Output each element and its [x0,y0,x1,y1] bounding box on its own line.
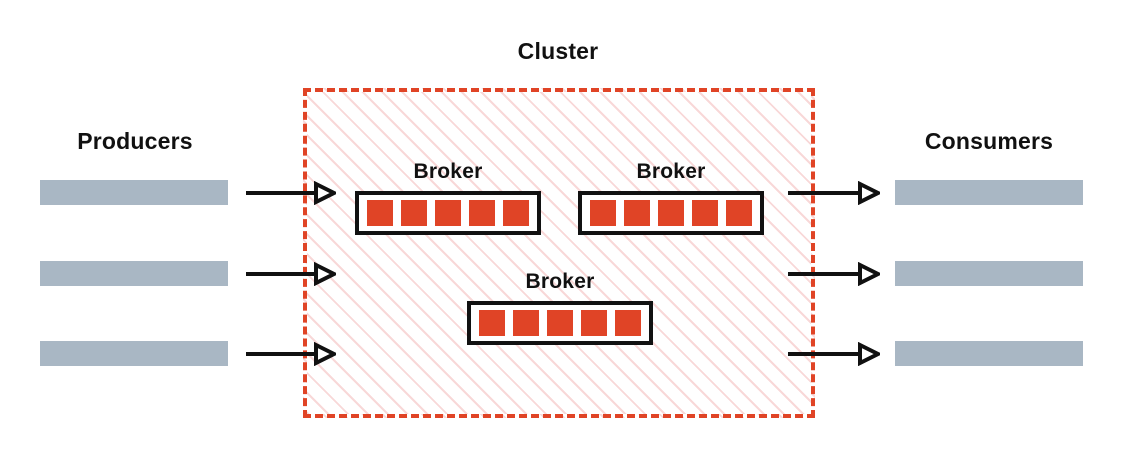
producer-bar-2[interactable] [40,261,228,286]
broker-partitions-container [467,301,653,345]
broker-node-3[interactable]: Broker [467,270,653,345]
arrow-right-icon [788,181,880,205]
arrow-producer-1-to-cluster [246,181,336,205]
broker-label: Broker [636,160,706,183]
arrow-right-icon [788,262,880,286]
partition-cell[interactable] [547,310,573,336]
arrow-cluster-to-consumer-1 [788,181,880,205]
broker-partitions-container [355,191,541,235]
partition-cell[interactable] [590,200,616,226]
arrow-cluster-to-consumer-2 [788,262,880,286]
partition-cell[interactable] [503,200,529,226]
producer-bar-1[interactable] [40,180,228,205]
consumer-bar-2[interactable] [895,261,1083,286]
broker-node-1[interactable]: Broker [355,160,541,235]
partition-cell[interactable] [692,200,718,226]
producers-title: Producers [77,128,193,154]
consumers-title: Consumers [924,128,1054,154]
cluster-title-text: Cluster [517,38,599,64]
partition-cell[interactable] [726,200,752,226]
broker-node-2[interactable]: Broker [578,160,764,235]
partition-cell[interactable] [435,200,461,226]
partition-cell[interactable] [479,310,505,336]
arrow-right-icon [246,181,336,205]
partition-cell[interactable] [581,310,607,336]
arrow-producer-3-to-cluster [246,342,336,366]
partition-cell[interactable] [367,200,393,226]
partition-cell[interactable] [401,200,427,226]
partition-cell[interactable] [513,310,539,336]
arrow-right-icon [246,262,336,286]
broker-partitions-container [578,191,764,235]
partition-cell[interactable] [615,310,641,336]
consumer-bar-1[interactable] [895,180,1083,205]
partition-cell[interactable] [658,200,684,226]
partition-cell[interactable] [624,200,650,226]
arrow-right-icon [246,342,336,366]
cluster-title: Cluster [0,38,1124,65]
arrow-right-icon [788,342,880,366]
arrow-producer-2-to-cluster [246,262,336,286]
partition-cell[interactable] [469,200,495,226]
broker-label: Broker [525,270,595,293]
consumer-bar-3[interactable] [895,341,1083,366]
producer-bar-3[interactable] [40,341,228,366]
arrow-cluster-to-consumer-3 [788,342,880,366]
cluster-region [303,88,815,418]
broker-label: Broker [413,160,483,183]
